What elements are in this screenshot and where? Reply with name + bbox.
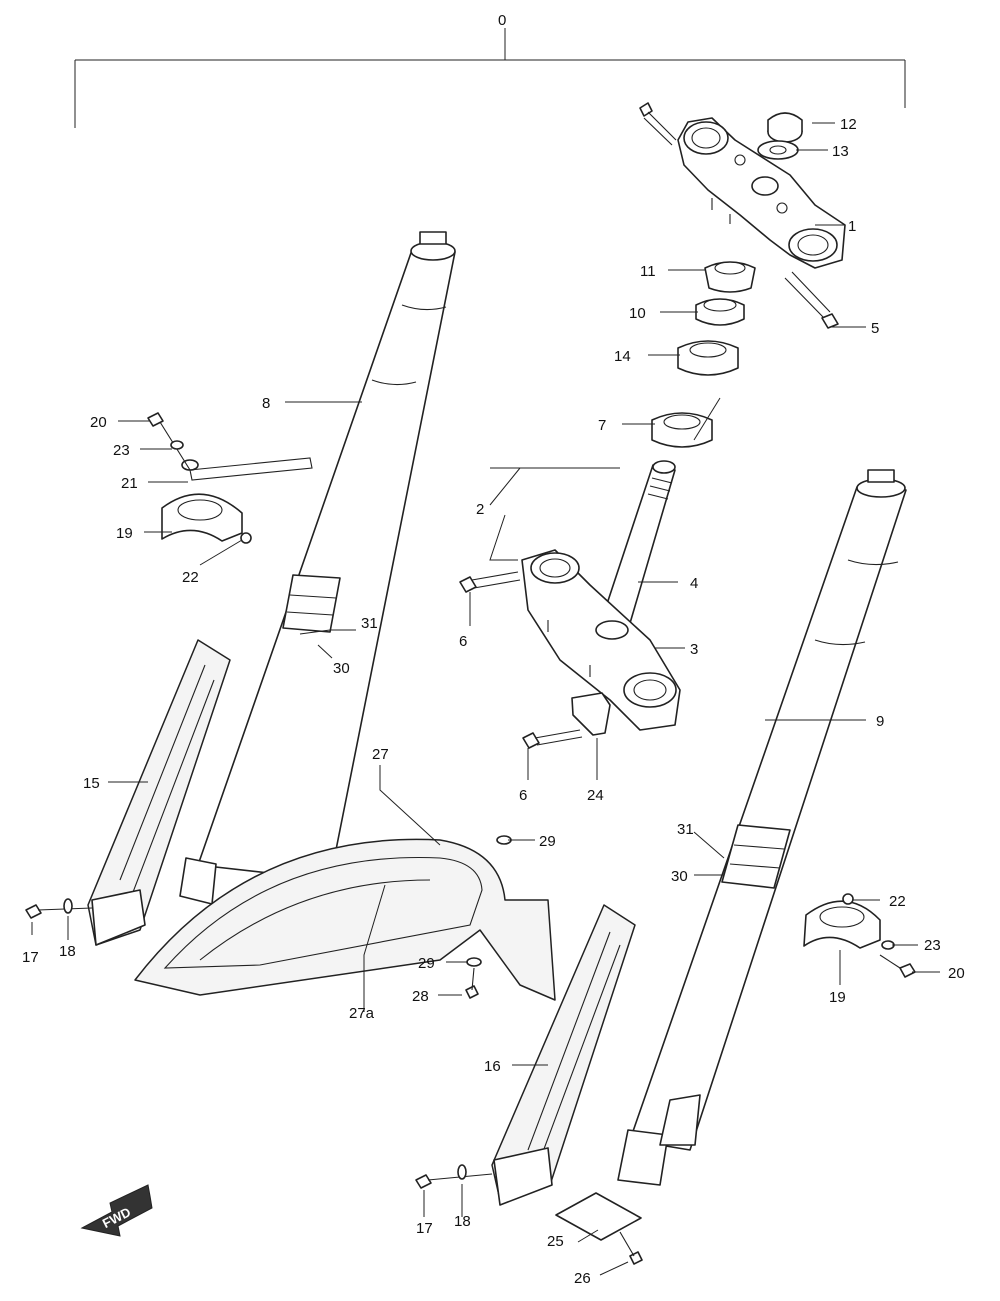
callout-21: 21 — [121, 475, 138, 492]
callout-22a: 22 — [182, 569, 199, 586]
callout-30a: 30 — [333, 660, 350, 677]
leader-lines — [31, 122, 940, 1276]
callout-23b: 23 — [924, 937, 941, 954]
callout-2: 2 — [476, 501, 484, 518]
callout-8: 8 — [262, 395, 270, 412]
clamp-19-left — [161, 493, 243, 542]
callout-6a: 6 — [459, 633, 467, 650]
callout-20a: 20 — [90, 414, 107, 431]
callout-1: 1 — [848, 218, 856, 235]
cap-nut-12 — [767, 112, 803, 143]
callout-6b: 6 — [519, 787, 527, 804]
callout-27: 27 — [372, 746, 389, 763]
callout-16: 16 — [484, 1058, 501, 1075]
lower-bracket — [521, 549, 681, 731]
callout-15: 15 — [83, 775, 100, 792]
assembly-bracket — [74, 28, 906, 128]
left-fork — [179, 231, 456, 905]
callout-30b: 30 — [671, 868, 688, 885]
washer-13 — [757, 140, 799, 160]
lock-nut-10 — [695, 298, 745, 326]
callout-14: 14 — [614, 348, 631, 365]
front-fender — [134, 838, 556, 1001]
bolt-upper-left — [639, 102, 677, 146]
callout-31b: 31 — [677, 821, 694, 838]
callout-29a: 29 — [539, 833, 556, 850]
fork-cover-15 — [87, 639, 231, 946]
callout-24: 24 — [587, 787, 604, 804]
callout-9: 9 — [876, 713, 884, 730]
callout-31a: 31 — [361, 615, 378, 632]
callout-11: 11 — [640, 263, 656, 280]
callout-17a: 17 — [22, 949, 39, 966]
callout-7: 7 — [598, 417, 606, 434]
clamp-19-right — [803, 900, 881, 949]
callout-23a: 23 — [113, 442, 130, 459]
bracket-24 — [571, 692, 611, 736]
callout-22b: 22 — [889, 893, 906, 910]
bolt-6-upper — [459, 571, 521, 593]
callout-26: 26 — [574, 1270, 591, 1287]
callout-27a: 27a — [349, 1005, 375, 1022]
bearing-14 — [677, 340, 739, 376]
callout-12: 12 — [840, 116, 857, 133]
band-21 — [181, 457, 313, 481]
callout-29b: 29 — [418, 955, 435, 972]
bolt-6-lower — [522, 729, 583, 749]
bearing-7 — [651, 412, 713, 448]
callout-5: 5 — [871, 320, 879, 337]
callout-10: 10 — [629, 305, 646, 322]
callout-numbers: 0 1 2 3 4 5 6 6 7 8 9 10 11 12 13 14 15 … — [22, 12, 965, 1287]
callout-19a: 19 — [116, 525, 133, 542]
stem-axis-line — [693, 397, 721, 441]
callout-18b: 18 — [454, 1213, 471, 1230]
hardware-small — [25, 412, 916, 1265]
callout-25: 25 — [547, 1233, 564, 1250]
callout-3: 3 — [690, 641, 698, 658]
dust-seal-11 — [704, 261, 756, 293]
fwd-arrow-icon: FWD — [80, 1184, 153, 1237]
upper-bracket — [677, 117, 846, 269]
callout-18a: 18 — [59, 943, 76, 960]
callout-28: 28 — [412, 988, 429, 1005]
bolt-5 — [784, 271, 839, 329]
callout-19b: 19 — [829, 989, 846, 1006]
callout-13: 13 — [832, 143, 849, 160]
fork-cover-16 — [491, 904, 636, 1206]
right-fork — [617, 469, 907, 1186]
callout-0: 0 — [498, 12, 506, 29]
callout-4: 4 — [690, 575, 698, 592]
callout-20b: 20 — [948, 965, 965, 982]
callout-17b: 17 — [416, 1220, 433, 1237]
